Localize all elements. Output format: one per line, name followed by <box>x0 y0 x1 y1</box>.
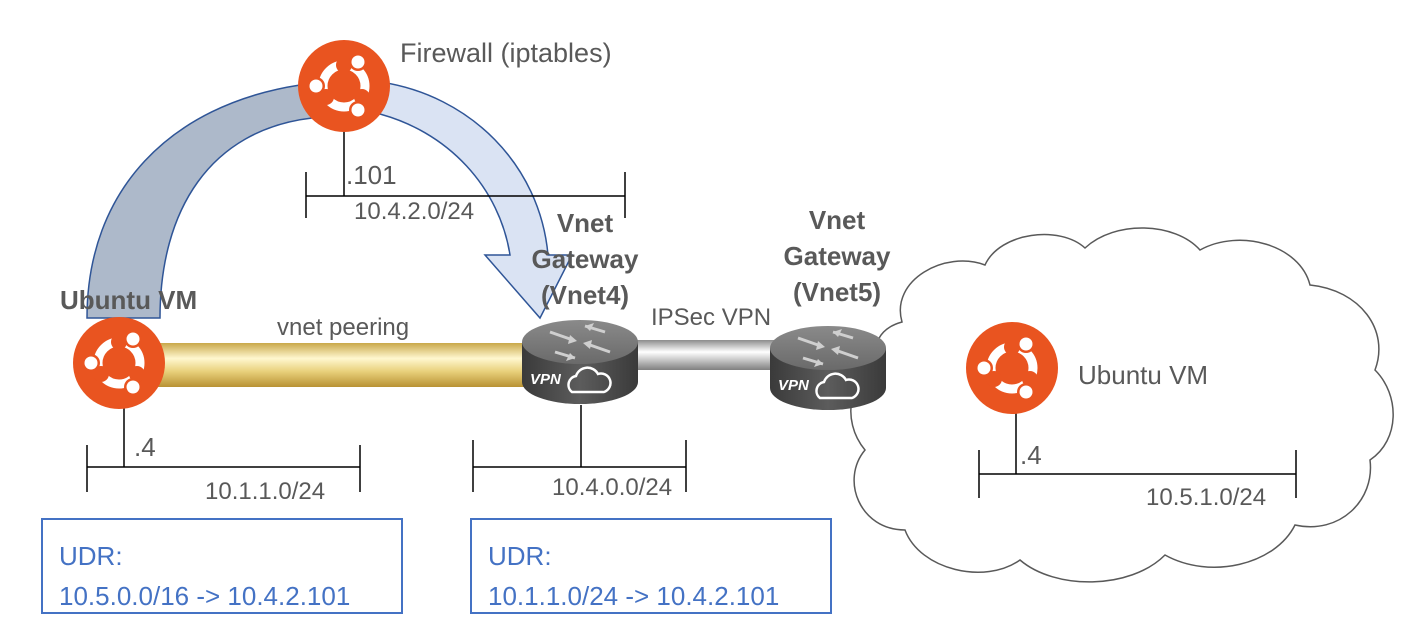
gateway-vnet4-label: Vnet Gateway (Vnet4) <box>515 205 655 313</box>
left-subnet-label: 10.1.1.0/24 <box>205 478 326 505</box>
peering-label: vnet peering <box>277 314 410 341</box>
gateway-vnet5-line-1: Vnet <box>808 205 866 235</box>
udr-left-route: 10.5.0.0/16 -> 10.4.2.101 <box>59 581 351 611</box>
vpn-badge-text: VPN <box>530 371 562 388</box>
vnet-peering-link <box>150 343 535 387</box>
ipsec-vpn-link <box>630 340 780 370</box>
cloud-shape <box>850 227 1394 583</box>
gateway-vnet5-line-3: (Vnet5) <box>792 277 882 307</box>
gateway-vnet4-line-1: Vnet <box>556 208 614 238</box>
right-ip-label: .4 <box>1020 440 1042 470</box>
ubuntu-logo-icon <box>73 317 165 409</box>
vpn-router-icon: VPN <box>520 318 640 406</box>
firewall-label: Firewall (iptables) <box>400 38 612 68</box>
cloud-icon <box>567 366 612 394</box>
gateway-vnet4-line-3: (Vnet4) <box>540 280 630 310</box>
firewall-ip-label: .101 <box>346 160 397 190</box>
udr-box-left: UDR: 10.5.0.0/16 -> 10.4.2.101 <box>41 518 403 614</box>
right-subnet-label: 10.5.1.0/24 <box>1146 484 1267 511</box>
gateway-vnet5-label: Vnet Gateway (Vnet5) <box>767 202 907 310</box>
vpn-badge-text: VPN <box>778 377 810 394</box>
cloud-icon <box>815 372 860 400</box>
gateway-vnet4-line-2: Gateway <box>531 244 639 274</box>
left-ip-label: .4 <box>134 432 156 462</box>
udr-left-title: UDR: <box>59 541 123 571</box>
ubuntu-right-label: Ubuntu VM <box>1078 360 1209 390</box>
firewall-subnet-label: 10.4.2.0/24 <box>354 198 475 225</box>
gateway-vnet5-line-2: Gateway <box>783 241 891 271</box>
udr-box-right: UDR: 10.1.1.0/24 -> 10.4.2.101 <box>470 518 832 614</box>
forward-arrow-shape <box>371 81 574 320</box>
vpn-link-label: IPSec VPN <box>651 304 772 331</box>
udr-right-title: UDR: <box>488 541 552 571</box>
ubuntu-logo-icon <box>298 40 390 132</box>
ubuntu-logo-icon <box>966 322 1058 414</box>
udr-right-route: 10.1.1.0/24 -> 10.4.2.101 <box>488 581 780 611</box>
gateway-subnet-label: 10.4.0.0/24 <box>552 474 673 501</box>
ubuntu-left-label: Ubuntu VM <box>60 285 198 315</box>
vpn-router-icon: VPN <box>768 324 888 412</box>
